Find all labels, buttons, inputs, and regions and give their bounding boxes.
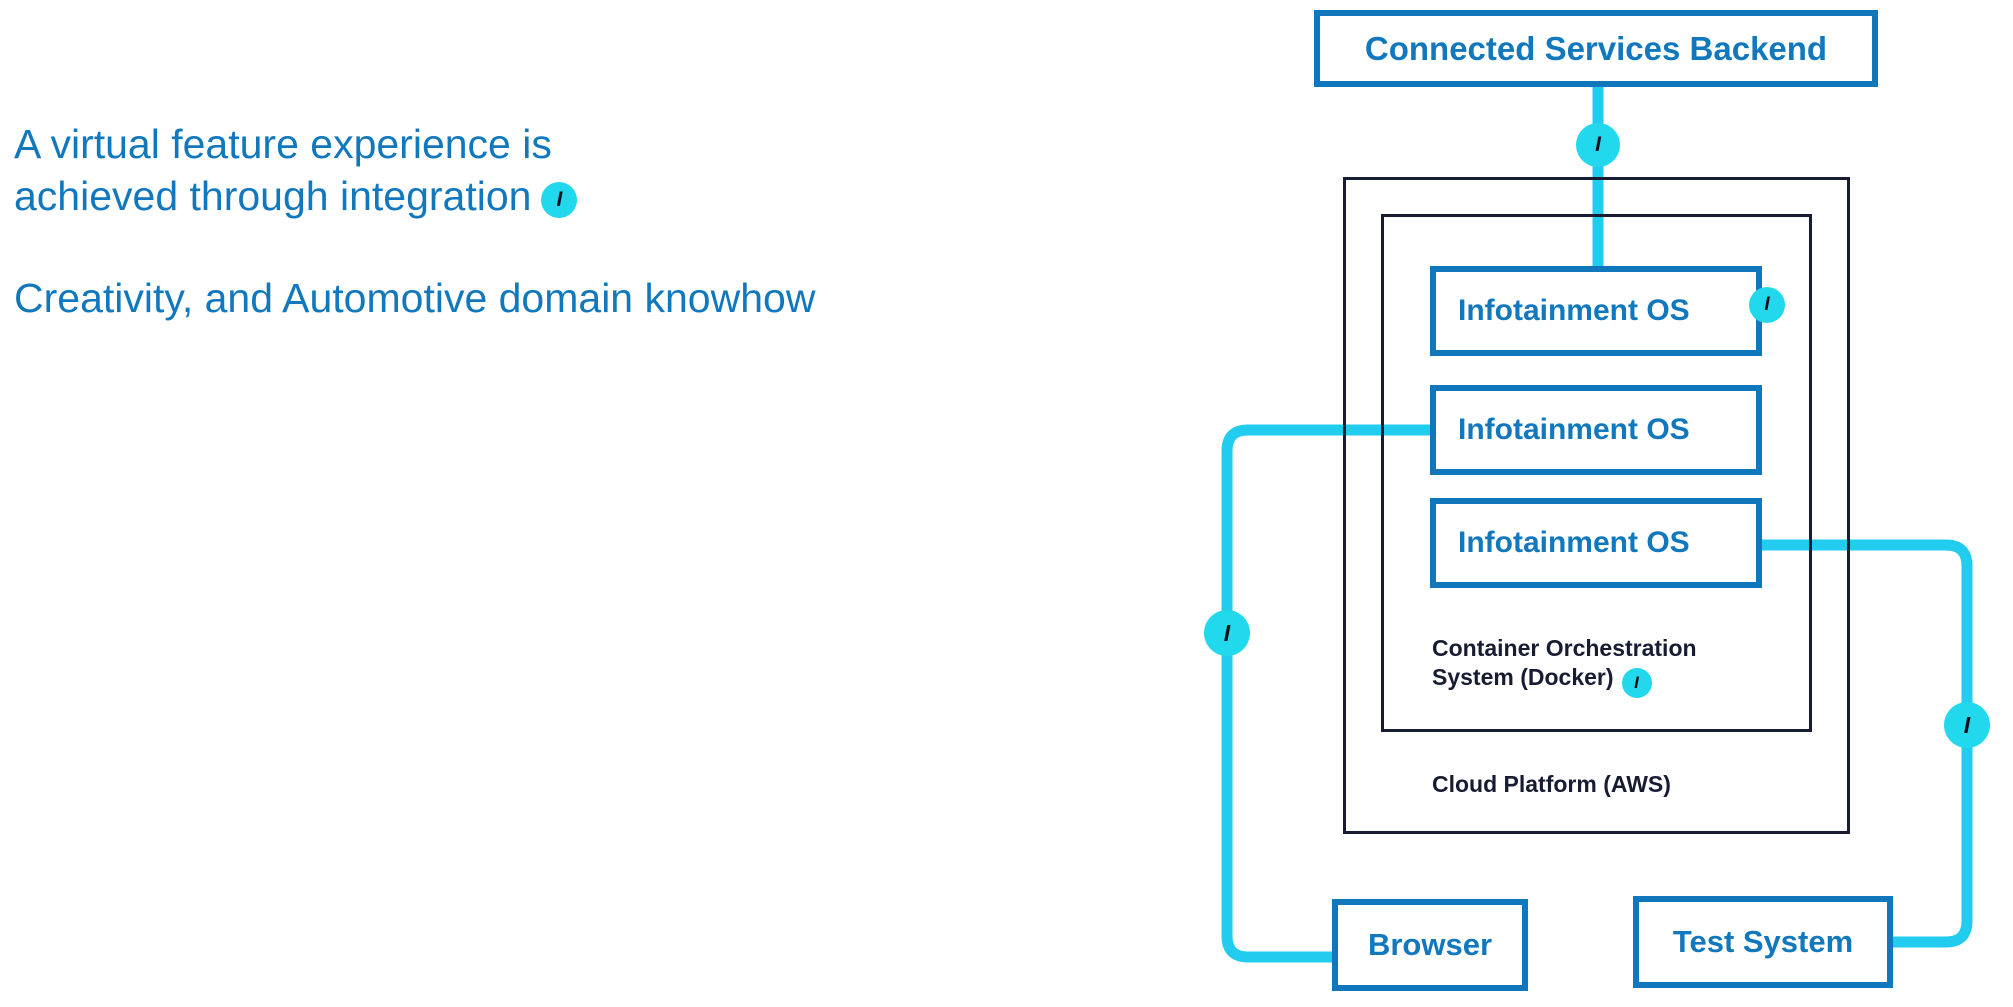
connector-badge-test-system-icon: I (1944, 702, 1990, 748)
cloud-platform-container (1343, 177, 1850, 834)
paragraph-one-line-two: achieved through integration (14, 173, 532, 220)
paragraph-one-line-one: A virtual feature experience is (14, 121, 552, 167)
node-infotainment-os-1-label: Infotainment OS (1458, 294, 1690, 327)
node-browser-label: Browser (1367, 927, 1493, 962)
node-connected-services-backend[interactable]: Connected Services Backend (1314, 10, 1878, 87)
docker-caption-line-one: Container Orchestration (1432, 635, 1697, 661)
left-text-panel: A virtual feature experience is achieved… (14, 118, 874, 324)
node-infotainment-os-2[interactable]: Infotainment OS (1430, 385, 1762, 475)
connector-os2-to-browser (1221, 424, 1430, 963)
node-browser[interactable]: Browser (1332, 899, 1528, 991)
docker-orchestration-container (1381, 214, 1812, 732)
node-infotainment-os-1[interactable]: Infotainment OS (1430, 266, 1762, 356)
paragraph-one: A virtual feature experience is achieved… (14, 118, 874, 222)
node-backend-label: Connected Services Backend (1364, 29, 1828, 67)
node-test-system-label: Test System (1672, 924, 1854, 959)
cloud-platform-caption: Cloud Platform (AWS) (1432, 771, 1671, 797)
docker-caption: Container Orchestration System (Docker) I (1432, 634, 1697, 699)
connector-badge-browser-icon: I (1204, 610, 1250, 656)
connector-badge-backend-icon: I (1576, 123, 1620, 167)
node-infotainment-os-3[interactable]: Infotainment OS (1430, 498, 1762, 588)
node-infotainment-os-2-label: Infotainment OS (1458, 413, 1690, 446)
integration-badge-icon: I (541, 182, 578, 219)
paragraph-two: Creativity, and Automotive domain knowho… (14, 275, 816, 322)
node-test-system[interactable]: Test System (1633, 896, 1893, 988)
node-infotainment-os-3-label: Infotainment OS (1458, 526, 1690, 559)
connector-badge-infotainment-os-1-icon: I (1749, 287, 1785, 323)
docker-caption-line-two: System (Docker) (1432, 664, 1614, 691)
docker-badge-icon: I (1621, 668, 1652, 699)
